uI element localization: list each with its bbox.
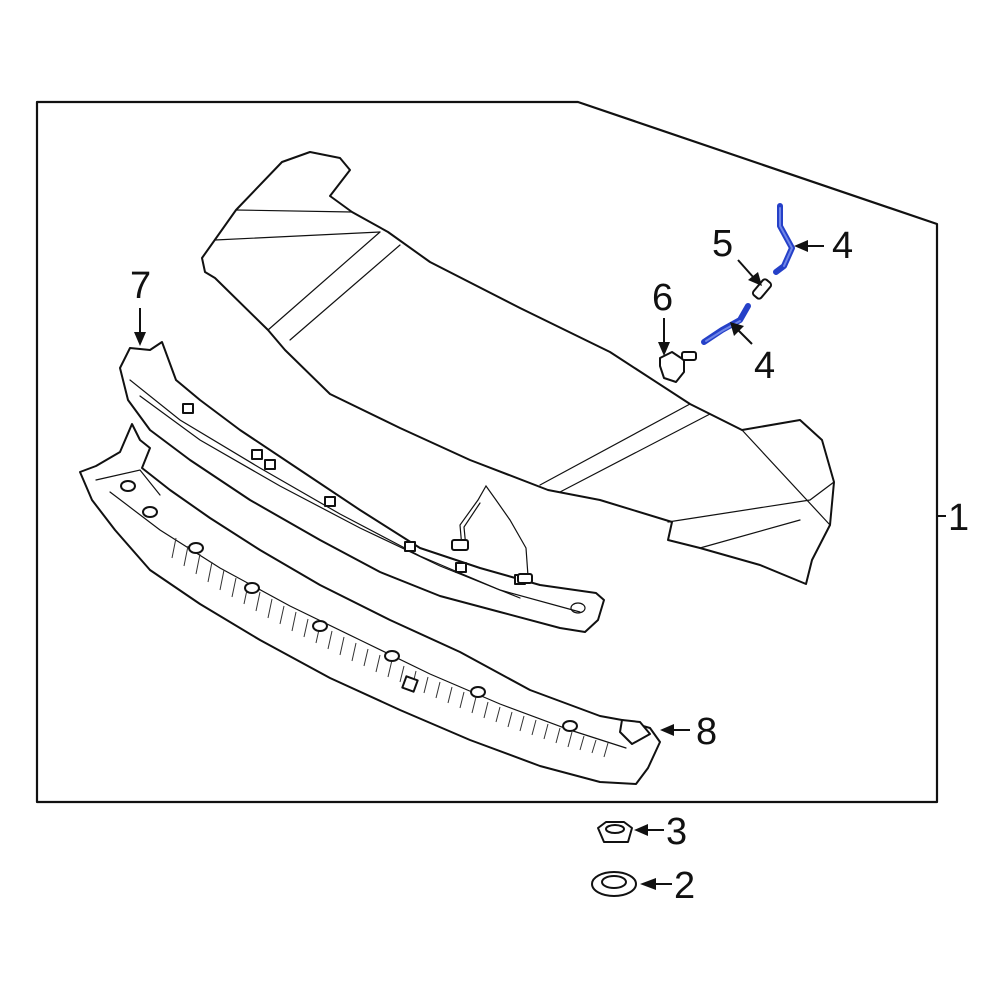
spoiler <box>201 151 835 585</box>
leaders <box>134 240 824 890</box>
part-6-bolt <box>659 351 697 383</box>
part-7-bracket <box>119 341 605 633</box>
callout-4-lower: 4 <box>754 345 775 387</box>
callout-6: 6 <box>652 277 673 319</box>
callout-8: 8 <box>696 711 717 753</box>
part-2-grommet <box>591 871 637 897</box>
callout-1: 1 <box>948 497 969 539</box>
assembly-frame <box>35 100 939 804</box>
part-8-lower-trim <box>79 423 661 785</box>
callout-2: 2 <box>674 865 695 907</box>
callout-4-upper: 4 <box>832 225 853 267</box>
part-4-hose-lower <box>701 303 751 345</box>
part-3-nut <box>597 821 633 843</box>
part-5-connector <box>751 278 773 300</box>
callout-3: 3 <box>666 811 687 853</box>
callout-7: 7 <box>130 265 151 307</box>
part-4-hose-upper <box>773 203 795 275</box>
callout-5: 5 <box>712 223 733 265</box>
